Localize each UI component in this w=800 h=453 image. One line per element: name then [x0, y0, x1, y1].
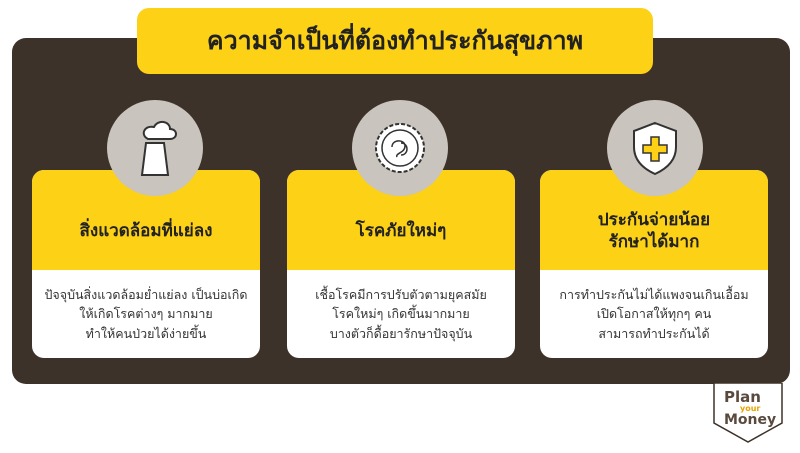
- card-body: เชื้อโรคมีการปรับตัวตามยุคสมัย โรคใหม่ๆ …: [287, 270, 515, 358]
- card-line: เชื้อโรคมีการปรับตัวตามยุคสมัย: [315, 286, 487, 302]
- logo-plan: Plan: [724, 388, 761, 406]
- card-new-diseases: โรคภัยใหม่ๆ เชื้อโรคมีการปรับตัวตามยุคสม…: [287, 170, 515, 358]
- card-line: สามารถทำประกันได้: [598, 325, 710, 341]
- card-heading-line: ประกันจ่ายน้อย: [597, 209, 711, 230]
- card-low-cost: ประกันจ่ายน้อย รักษาได้มาก การทำประกันไม…: [540, 170, 768, 358]
- card-line: ปัจจุบันสิ่งแวดล้อมย่ำแย่ลง เป็นบ่อเกิด: [44, 286, 248, 302]
- page-title: ความจำเป็นที่ต้องทำประกันสุขภาพ: [137, 8, 653, 74]
- card-line: โรคใหม่ๆ เกิดขึ้นมากมาย: [332, 306, 470, 322]
- card-line: บางตัวก็ดื้อยารักษาปัจจุบัน: [329, 325, 473, 341]
- card-line: เปิดโอกาสให้ทุกๆ คน: [596, 306, 712, 322]
- card-line: ทำให้คนป่วยได้ง่ายขึ้น: [85, 325, 207, 341]
- card-heading-line: รักษาได้มาก: [608, 232, 700, 252]
- shield-plus-icon: [607, 100, 703, 196]
- card-body: การทำประกันไม่ได้แพงจนเกินเอื้อม เปิดโอก…: [540, 270, 768, 358]
- card-line: ให้เกิดโรคต่างๆ มากมาย: [79, 306, 213, 322]
- logo-your: your: [740, 404, 761, 413]
- logo-text: Plan your Money: [724, 388, 777, 428]
- card-body: ปัจจุบันสิ่งแวดล้อมย่ำแย่ลง เป็นบ่อเกิด …: [32, 270, 260, 358]
- card-line: การทำประกันไม่ได้แพงจนเกินเอื้อม: [559, 286, 749, 302]
- logo-money: Money: [724, 412, 777, 428]
- card-environment: สิ่งแวดล้อมที่แย่ลง ปัจจุบันสิ่งแวดล้อมย…: [32, 170, 260, 358]
- factory-icon: [107, 100, 203, 196]
- plan-your-money-logo: [713, 383, 783, 443]
- virus-icon: [352, 100, 448, 196]
